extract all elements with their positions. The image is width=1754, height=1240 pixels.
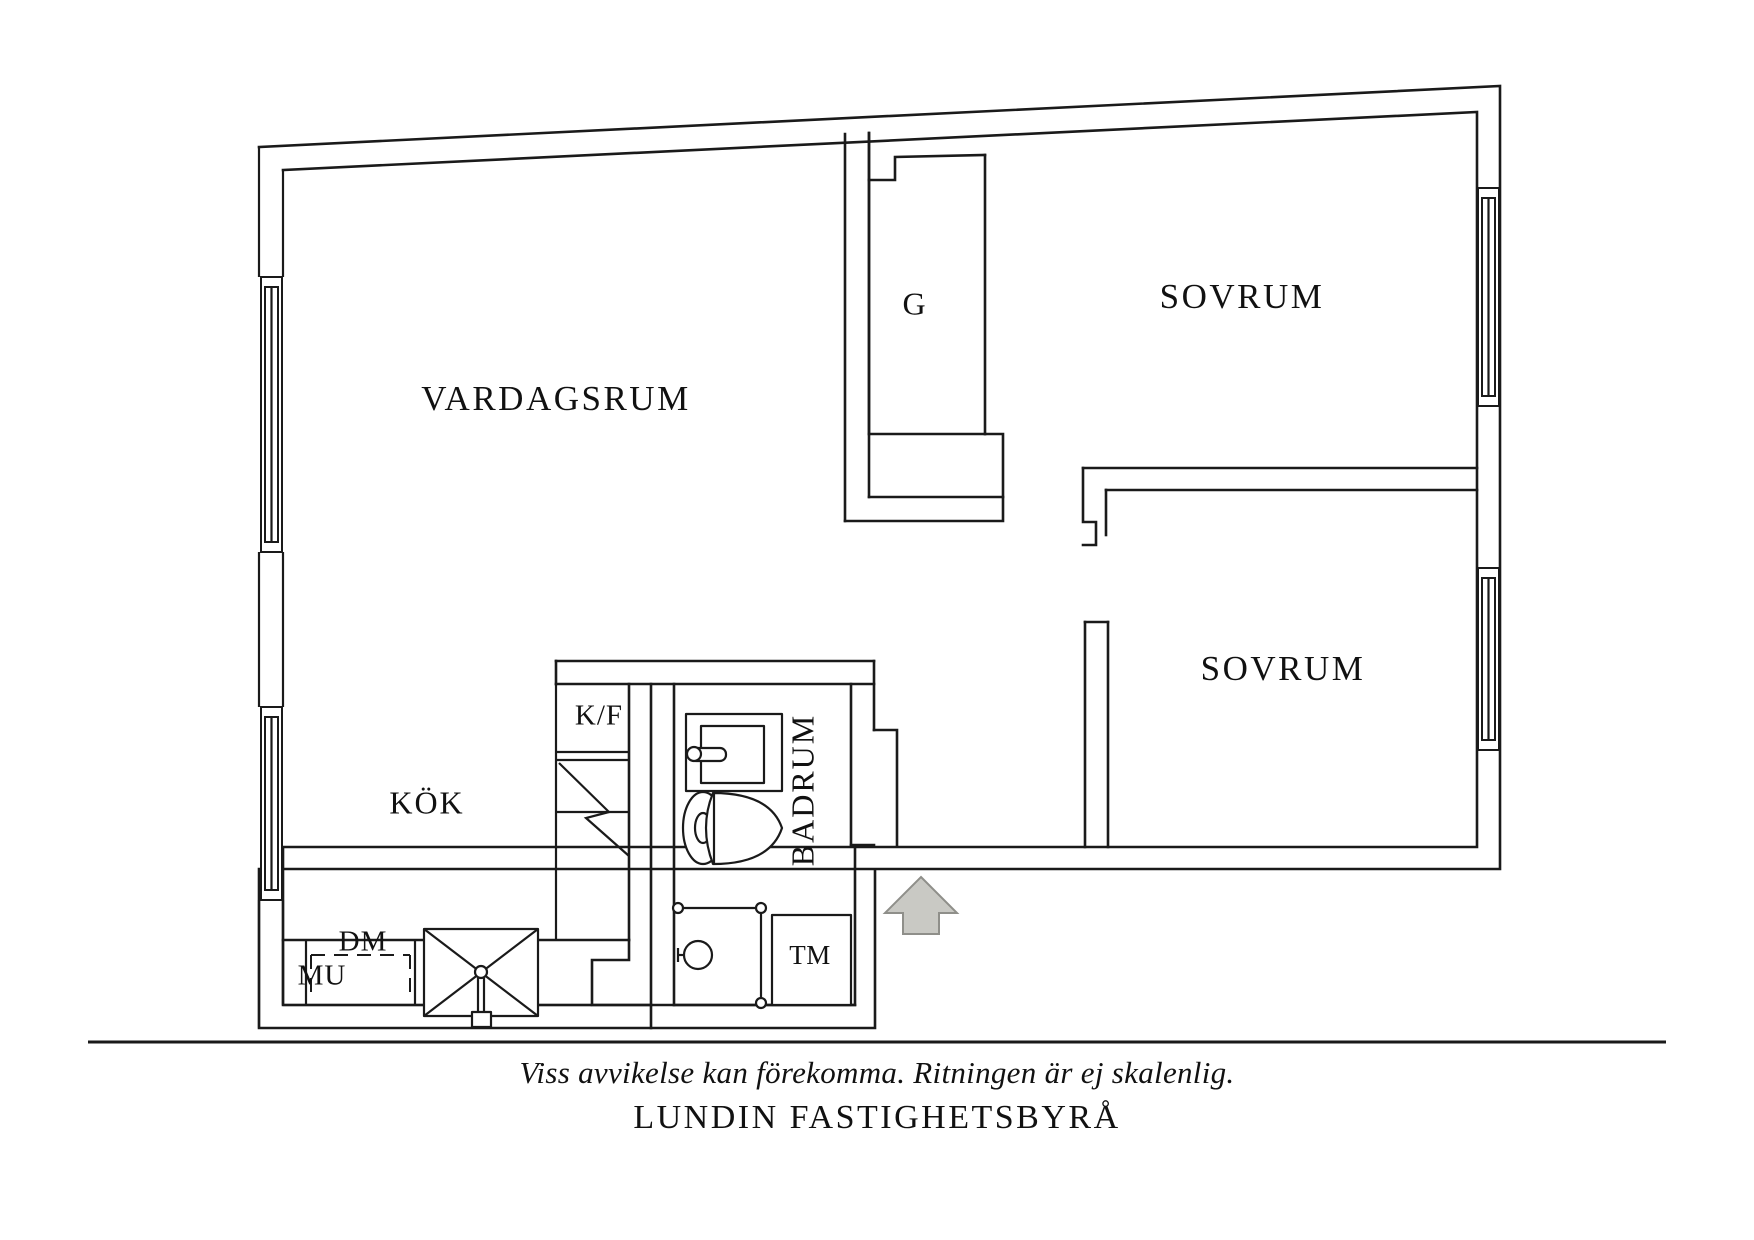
entrance-arrow[interactable] [882, 875, 960, 935]
appliance-label-dm: DM [339, 926, 388, 958]
window-right-upper [1477, 187, 1500, 407]
window-left-lower [260, 706, 283, 901]
appliance-label-tm: TM [789, 940, 831, 970]
partition-bedroom2-vertical [1083, 620, 1110, 849]
wardrobe-walls [867, 131, 1005, 499]
exterior-walls [257, 84, 1502, 1030]
room-label-badrum: BADRUM [784, 714, 820, 866]
kitchen-cabinet-divisions [304, 940, 417, 1005]
window-left-upper [260, 276, 283, 553]
partition-bedrooms-horizontal [1081, 466, 1479, 547]
washing-machine [770, 913, 853, 1007]
appliance-label-mu: MU [298, 960, 347, 992]
window-right-lower [1477, 567, 1500, 751]
footer-disclaimer: Viss avvikelse kan förekomma. Ritningen … [519, 1055, 1235, 1090]
toilet [681, 790, 784, 866]
appliance-label-kf: K/F [575, 700, 623, 732]
room-label-kok: KÖK [389, 784, 464, 820]
room-label-vardagsrum: VARDAGSRUM [421, 379, 690, 418]
footer: Viss avvikelse kan förekomma. Ritningen … [0, 1055, 1754, 1137]
fridge-freezer-unit [554, 684, 630, 940]
footer-company: LUNDIN FASTIGHETSBYRÅ [633, 1099, 1121, 1136]
room-label-sovrum-2: SOVRUM [1201, 649, 1366, 688]
room-label-sovrum-1: SOVRUM [1160, 277, 1325, 316]
shower [671, 901, 768, 1010]
oven-outline [310, 954, 411, 1000]
room-label-garderob: G [902, 285, 927, 321]
washbasin [684, 712, 784, 793]
kitchen-sink [422, 927, 540, 1029]
